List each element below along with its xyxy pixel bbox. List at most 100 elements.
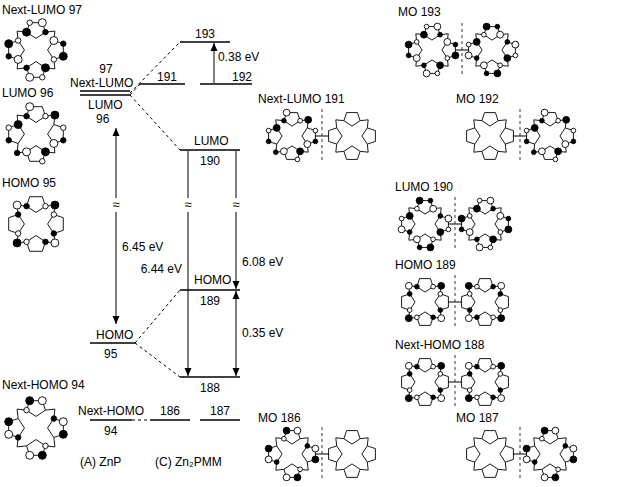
orbital-title: Next-HOMO 94	[2, 378, 85, 392]
orbital-lobe	[265, 445, 272, 452]
orbital-lobe	[498, 362, 505, 369]
orbital-lobe	[14, 55, 22, 63]
level-name: LUMO	[88, 98, 123, 112]
orbital-lobe	[494, 70, 501, 77]
orbital-lobe	[414, 40, 419, 45]
divider-line	[462, 23, 463, 77]
macrocycle-bond	[474, 120, 482, 128]
orbital-title: MO 186	[258, 411, 301, 425]
pyrrole-ring	[467, 128, 481, 144]
orbital-lobe	[312, 445, 319, 452]
level-name: LUMO	[194, 134, 229, 148]
orbital-lobe	[487, 197, 494, 204]
orbital-lobe	[524, 139, 529, 144]
orbital-lobe	[40, 159, 45, 164]
level-name: Next-LUMO	[70, 76, 133, 90]
orbital-lobe	[280, 148, 287, 155]
pyrrole-ring	[362, 446, 376, 462]
energy-level	[90, 342, 135, 344]
orbital-lobe	[474, 56, 479, 61]
break-mark: ≈	[183, 198, 192, 212]
orbital-lobe	[415, 395, 420, 400]
pyrrole-ring	[482, 113, 498, 127]
orbital-lobe	[563, 116, 570, 123]
orbital-lobe	[61, 41, 66, 46]
macrocycle-bond	[360, 462, 368, 470]
macrocycle-bond	[336, 438, 344, 446]
orbital-lobe	[405, 315, 412, 322]
orbital-lobe	[38, 19, 46, 27]
orbital-lobe	[552, 474, 559, 481]
divider-line	[455, 197, 456, 251]
divider-line	[322, 427, 323, 481]
orbital-lobe	[504, 55, 511, 62]
orbital-lobe	[283, 109, 290, 116]
orbital-lobe	[498, 395, 505, 402]
pyrrole-ring	[9, 215, 25, 234]
energy-level	[180, 149, 240, 151]
orbital-lobe	[541, 474, 548, 481]
orbital-lobe	[415, 364, 420, 369]
orbital-lobe	[283, 474, 290, 481]
macrocycle-bond	[336, 462, 344, 470]
gap-value: 0.35 eV	[242, 326, 283, 340]
orbital-title: LUMO 96	[2, 86, 53, 100]
orbital-lobe	[488, 245, 493, 250]
orbital-lobe	[43, 113, 48, 118]
level-number: 187	[210, 404, 230, 418]
orbital-lobe	[305, 116, 312, 123]
orbital-lobe	[282, 118, 287, 123]
orbital-lobe	[399, 216, 404, 221]
orbital-title: HOMO 189	[395, 258, 456, 272]
level-number: 186	[160, 404, 180, 418]
macrocycle-bond	[360, 438, 368, 446]
orbital-lobe	[13, 201, 21, 209]
gap-arrow	[116, 128, 117, 324]
panel-caption: (C) Zn₂PMM	[155, 455, 222, 469]
orbital-lobe	[304, 141, 311, 148]
orbital-lobe	[41, 64, 49, 72]
orbital-lobe	[406, 212, 413, 219]
divider-line	[322, 109, 323, 163]
orbital-lobe	[59, 430, 67, 438]
level-name: Next-HOMO	[78, 404, 144, 418]
orbital-lobe	[513, 53, 518, 58]
pyrrole-ring	[329, 128, 343, 144]
pyrrole-ring	[482, 146, 498, 160]
level-number: 191	[157, 70, 177, 84]
orbital-lobe	[428, 198, 433, 203]
pyrrole-ring	[482, 464, 498, 478]
level-name: HOMO	[194, 273, 231, 287]
orbital-lobe	[5, 418, 13, 426]
orbital-lobe	[495, 24, 500, 29]
orbital-lobe	[475, 315, 480, 320]
macrocycle-bond	[474, 462, 482, 470]
orbital-lobe	[570, 456, 577, 463]
orbital-lobe	[59, 52, 67, 60]
arrow-head	[211, 43, 218, 51]
orbital-title: MO 187	[456, 411, 499, 425]
orbital-lobe	[23, 148, 31, 156]
orbital-lobe	[407, 388, 412, 393]
macrocycle-bond	[336, 144, 344, 152]
orbital-lobe	[570, 445, 577, 452]
energy-level	[180, 376, 240, 378]
energy-level	[150, 419, 190, 421]
orbital-lobe	[562, 141, 569, 148]
orbital-lobe	[38, 397, 46, 405]
orbital-lobe	[491, 284, 496, 289]
level-number: 189	[200, 294, 220, 308]
orbital-lobe	[498, 372, 503, 377]
energy-level	[80, 90, 130, 92]
pyrrole-ring	[362, 128, 376, 144]
orbital-lobe	[6, 138, 11, 143]
orbital-title: HOMO 95	[2, 176, 56, 190]
orbital-lobe	[431, 284, 436, 289]
pyrrole-ring	[329, 446, 343, 462]
orbital-lobe	[531, 150, 536, 155]
pyrrole-ring	[344, 464, 360, 478]
orbital-lobe	[523, 456, 530, 463]
orbital-lobe	[556, 118, 561, 123]
orbital-lobe	[61, 125, 66, 130]
orbital-lobe	[40, 75, 45, 80]
